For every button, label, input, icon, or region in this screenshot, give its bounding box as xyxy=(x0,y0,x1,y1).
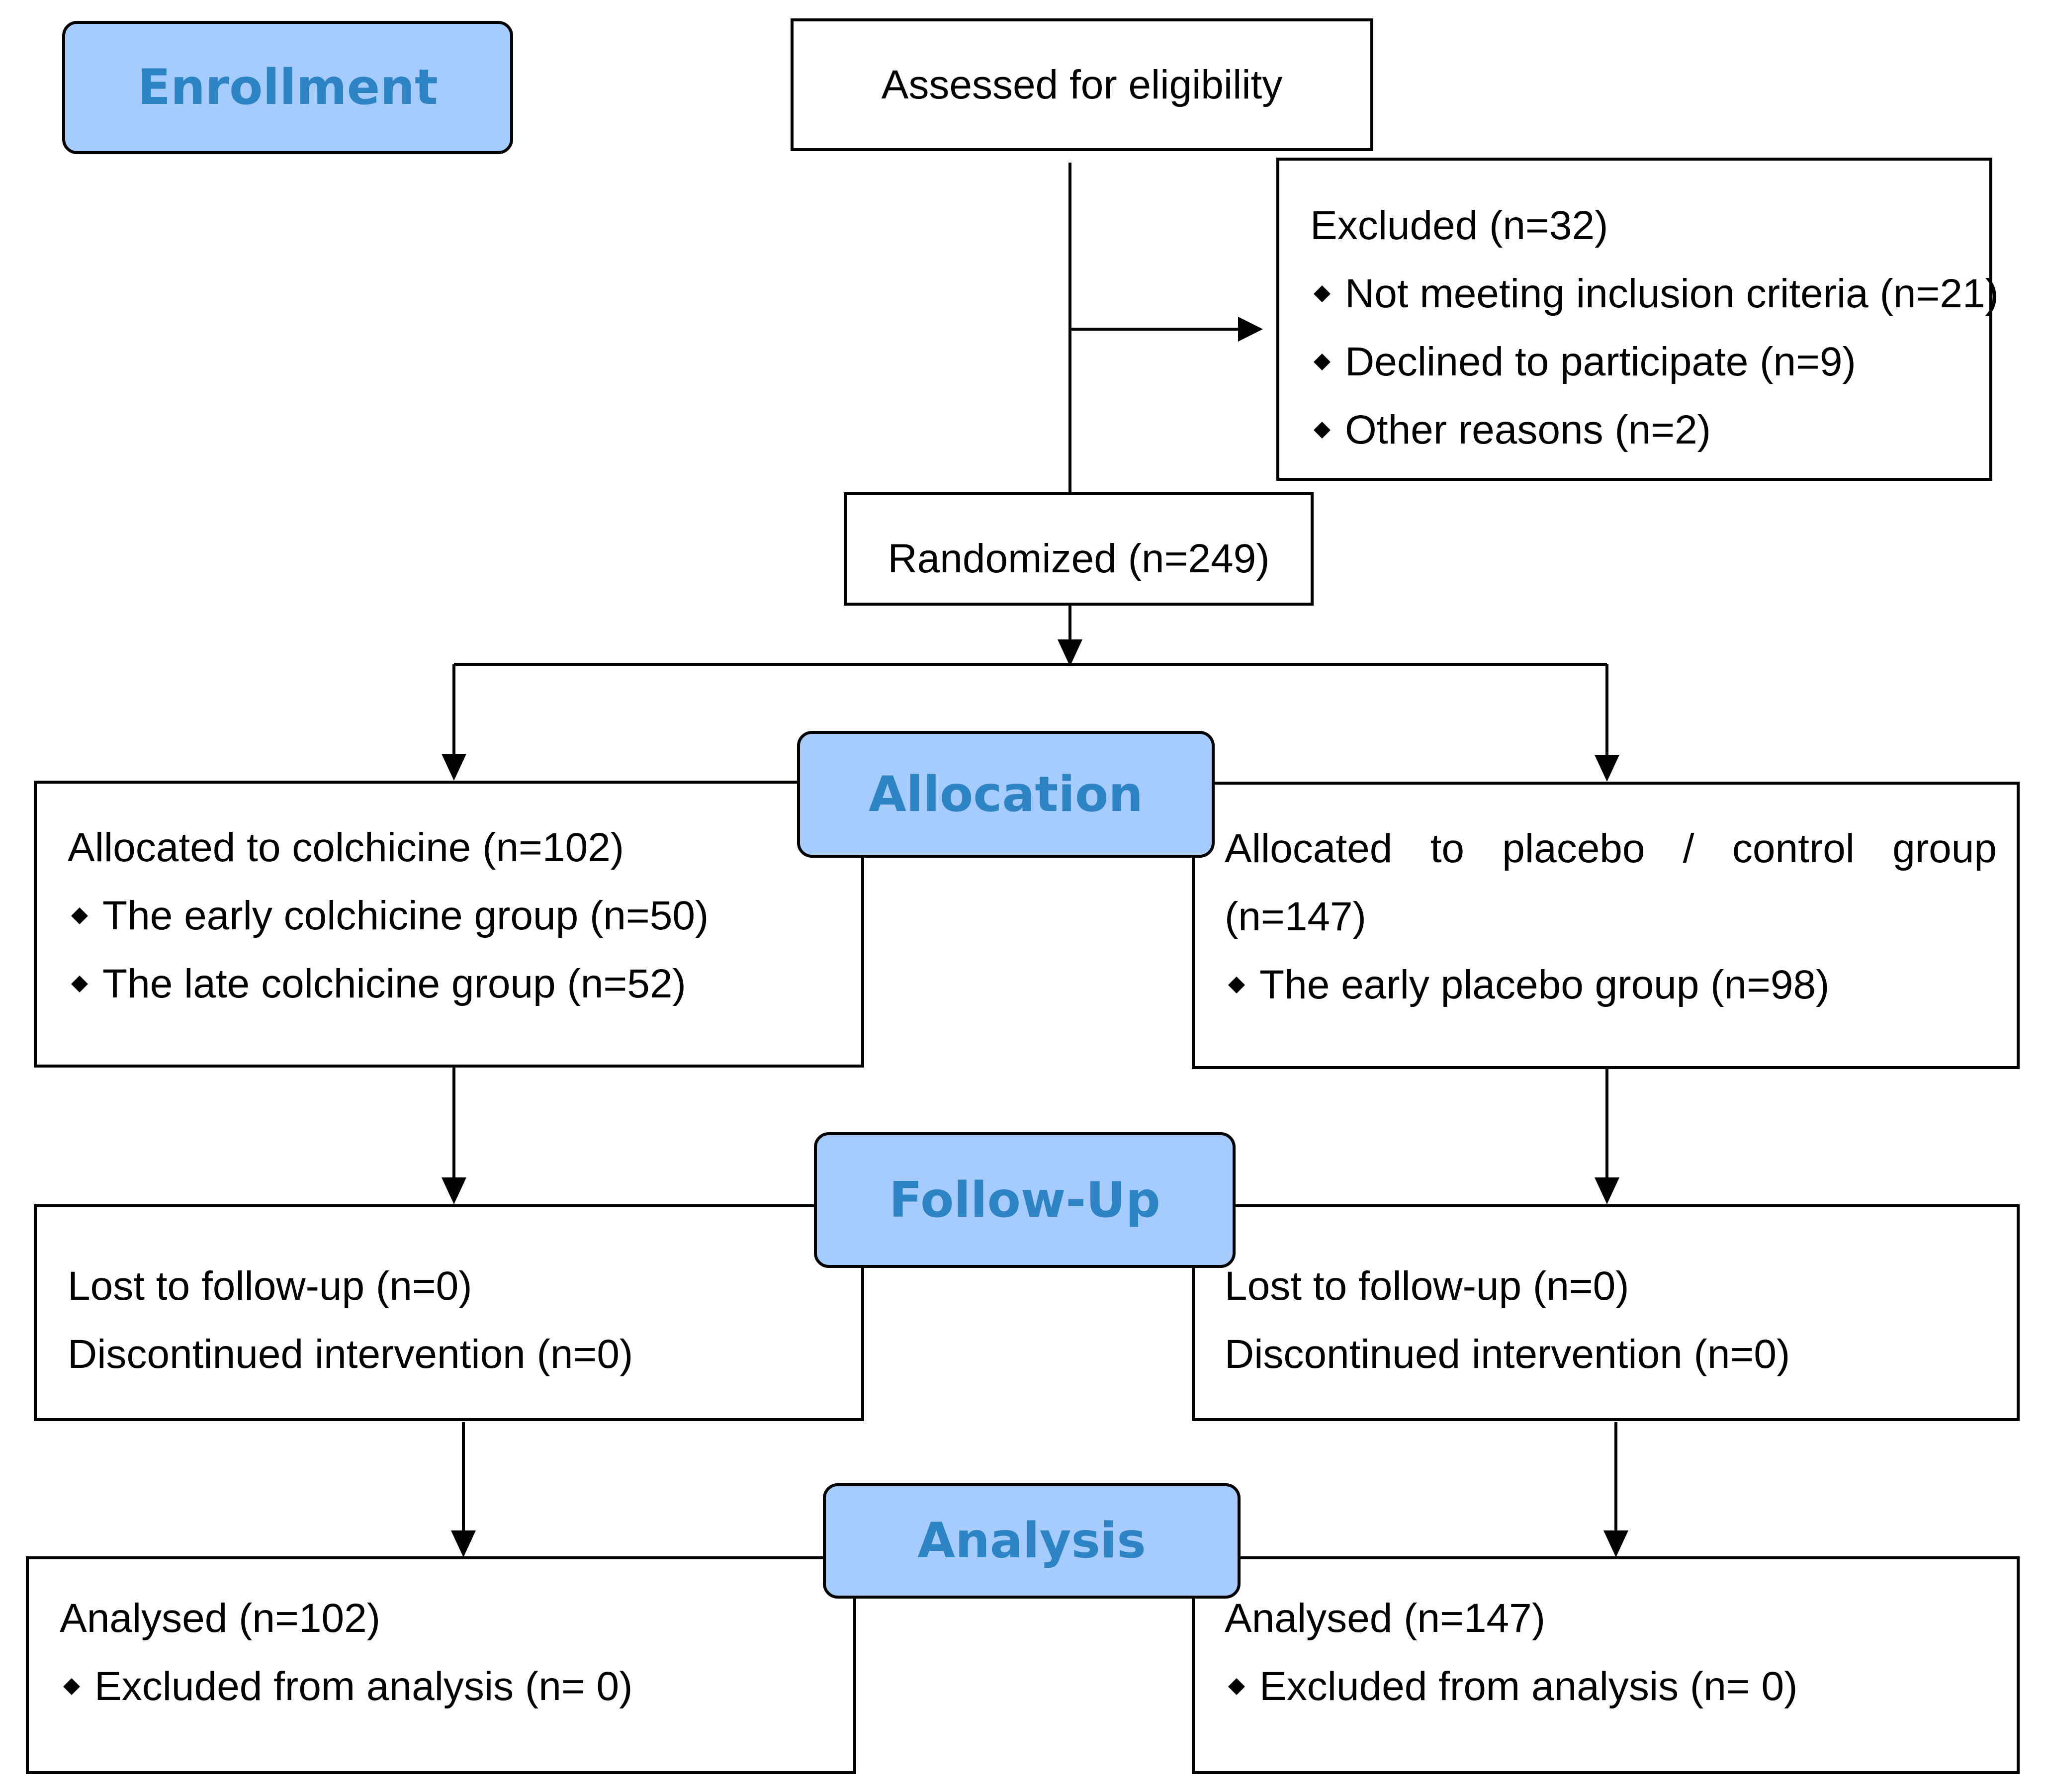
diamond-bullet-icon xyxy=(63,1678,80,1695)
randomized-text: Randomized (n=249) xyxy=(888,536,1270,581)
arrowhead-left-followup xyxy=(442,1177,466,1204)
list-item: The early placebo group (n=98) xyxy=(1225,951,1997,1019)
followup-left-lost: Lost to follow-up (n=0) xyxy=(68,1263,472,1309)
followup-left-box: Lost to follow-up (n=0) Discontinued int… xyxy=(34,1204,864,1421)
allocation-right-title-line1: Allocated to placebo / control group xyxy=(1225,826,1997,871)
diamond-bullet-icon xyxy=(1228,1678,1245,1695)
assessed-box: Assessed for eligibility xyxy=(791,18,1373,151)
assessed-text: Assessed for eligibility xyxy=(881,62,1283,107)
arrowhead-right-followup xyxy=(1595,1177,1619,1204)
analysis-left-item-text: Excluded from analysis (n= 0) xyxy=(94,1664,633,1709)
arrowhead-left-alloc xyxy=(442,754,466,781)
arrowhead-excluded xyxy=(1238,317,1263,342)
analysis-right-item-text: Excluded from analysis (n= 0) xyxy=(1259,1664,1798,1709)
list-item: Excluded from analysis (n= 0) xyxy=(1225,1652,2017,1720)
analysis-right-box: Analysed (n=147) Excluded from analysis … xyxy=(1192,1556,2020,1774)
list-item: Declined to participate (n=9) xyxy=(1310,328,1989,396)
list-item: The late colchicine group (n=52) xyxy=(68,950,861,1018)
allocation-right-item-text: The early placebo group (n=98) xyxy=(1259,962,1830,1007)
excluded-item-text: Other reasons (n=2) xyxy=(1345,407,1711,452)
randomized-box: Randomized (n=249) xyxy=(844,492,1314,606)
list-item: Excluded from analysis (n= 0) xyxy=(60,1652,853,1720)
diamond-bullet-icon xyxy=(71,975,88,992)
list-item: The early colchicine group (n=50) xyxy=(68,882,861,950)
stage-allocation: Allocation xyxy=(797,731,1215,858)
diamond-bullet-icon xyxy=(1228,976,1245,993)
analysis-left-title: Analysed (n=102) xyxy=(60,1596,381,1641)
excluded-item-text: Declined to participate (n=9) xyxy=(1345,339,1856,384)
arrowhead-randomized xyxy=(1058,639,1082,666)
excluded-box: Excluded (n=32) Not meeting inclusion cr… xyxy=(1276,158,1999,481)
arrowhead-right-analysis xyxy=(1603,1530,1628,1557)
followup-left-discontinued: Discontinued intervention (n=0) xyxy=(68,1332,633,1377)
stage-follow-up: Follow-Up xyxy=(814,1132,1236,1268)
allocation-left-item-text: The early colchicine group (n=50) xyxy=(102,893,709,938)
stage-analysis: Analysis xyxy=(823,1483,1241,1599)
excluded-title: Excluded (n=32) xyxy=(1310,203,1608,248)
list-item: Not meeting inclusion criteria (n=21) xyxy=(1310,260,1999,328)
diamond-bullet-icon xyxy=(71,907,88,924)
arrowhead-left-analysis xyxy=(451,1530,476,1557)
list-item: Other reasons (n=2) xyxy=(1310,396,1989,464)
excluded-item-text: Not meeting inclusion criteria (n=21) xyxy=(1345,271,1999,316)
followup-right-discontinued: Discontinued intervention (n=0) xyxy=(1225,1332,1790,1377)
arrowhead-right-alloc xyxy=(1595,755,1619,782)
diamond-bullet-icon xyxy=(1314,421,1331,439)
analysis-right-title: Analysed (n=147) xyxy=(1225,1596,1546,1641)
diamond-bullet-icon xyxy=(1314,285,1331,302)
allocation-right-title-line2: (n=147) xyxy=(1225,894,1366,939)
allocation-left-title: Allocated to colchicine (n=102) xyxy=(68,825,624,870)
stage-enrollment: Enrollment xyxy=(62,21,513,154)
diamond-bullet-icon xyxy=(1314,353,1331,370)
followup-right-lost: Lost to follow-up (n=0) xyxy=(1225,1263,1629,1309)
followup-right-box: Lost to follow-up (n=0) Discontinued int… xyxy=(1192,1204,2020,1421)
allocation-left-item-text: The late colchicine group (n=52) xyxy=(102,961,686,1006)
allocation-placebo-box: Allocated to placebo / control group (n=… xyxy=(1192,782,2020,1069)
analysis-left-box: Analysed (n=102) Excluded from analysis … xyxy=(26,1556,856,1774)
allocation-colchicine-box: Allocated to colchicine (n=102) The earl… xyxy=(34,781,864,1068)
